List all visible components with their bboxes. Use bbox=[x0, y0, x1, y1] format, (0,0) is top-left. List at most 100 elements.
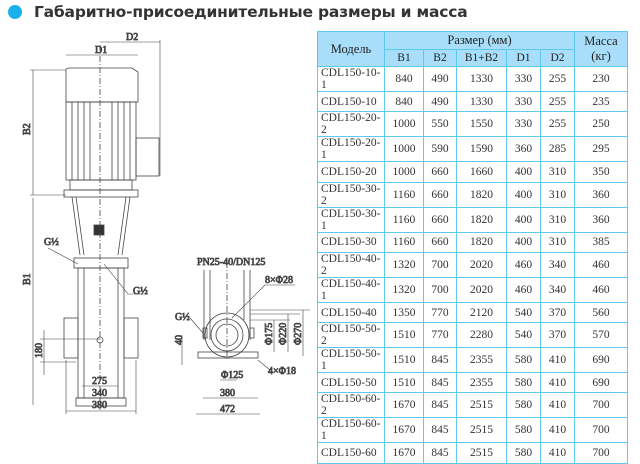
cell-model: CDL150-10 bbox=[317, 90, 385, 113]
cell-mass: 460 bbox=[574, 251, 628, 278]
cell-d2: 340 bbox=[540, 251, 575, 278]
cell-model: CDL150-60-2 bbox=[317, 392, 385, 419]
cell-b2: 490 bbox=[423, 90, 457, 113]
cell-model: CDL150-30 bbox=[317, 231, 385, 253]
cell-b1-b2: 2280 bbox=[456, 322, 507, 349]
cell-d2: 410 bbox=[540, 392, 575, 419]
cell-b2: 845 bbox=[423, 442, 457, 464]
cell-b1-b2: 1550 bbox=[456, 111, 507, 138]
cell-d1: 580 bbox=[506, 392, 541, 419]
section-title-text: Габаритно-присоединительные размеры и ма… bbox=[34, 3, 468, 21]
cell-b1-b2: 2515 bbox=[456, 392, 507, 419]
cell-d1: 400 bbox=[506, 161, 541, 183]
cell-d1: 460 bbox=[506, 251, 541, 278]
cell-d1: 400 bbox=[506, 206, 541, 233]
label-d1: D1 bbox=[95, 45, 107, 56]
cell-b1-b2: 2120 bbox=[456, 301, 507, 324]
cell-mass: 690 bbox=[574, 372, 628, 394]
cell-b1: 840 bbox=[384, 90, 424, 113]
cell-d2: 410 bbox=[540, 442, 575, 464]
label-g-top: G½ bbox=[44, 237, 59, 248]
cell-model: CDL150-30-1 bbox=[317, 206, 385, 233]
label-phi270: Φ270 bbox=[293, 323, 304, 345]
cell-d2: 410 bbox=[540, 372, 575, 394]
cell-b1: 1160 bbox=[384, 181, 424, 208]
cell-mass: 700 bbox=[574, 392, 628, 419]
cell-d1: 400 bbox=[506, 231, 541, 253]
cell-d2: 340 bbox=[540, 276, 575, 303]
cell-d1: 580 bbox=[506, 442, 541, 464]
cell-b1: 1510 bbox=[384, 322, 424, 349]
label-275: 275 bbox=[92, 376, 107, 387]
header-size: Размер (мм) bbox=[384, 31, 575, 50]
cell-d1: 580 bbox=[506, 417, 541, 444]
cell-b2: 660 bbox=[423, 206, 457, 233]
cell-b1-b2: 1820 bbox=[456, 206, 507, 233]
cell-d1: 460 bbox=[506, 276, 541, 303]
cell-d1: 360 bbox=[506, 136, 541, 163]
cell-d2: 370 bbox=[540, 301, 575, 324]
label-flange: PN25-40/DN125 bbox=[197, 257, 265, 268]
cell-model: CDL150-60 bbox=[317, 442, 385, 464]
cell-mass: 295 bbox=[574, 136, 628, 163]
cell-model: CDL150-40-1 bbox=[317, 276, 385, 303]
cell-model: CDL150-20-1 bbox=[317, 136, 385, 163]
label-b2: B2 bbox=[22, 123, 33, 135]
cell-b1: 1160 bbox=[384, 206, 424, 233]
cell-model: CDL150-50-2 bbox=[317, 322, 385, 349]
cell-mass: 230 bbox=[574, 66, 628, 92]
label-g-side: G½ bbox=[175, 312, 190, 323]
cell-d2: 255 bbox=[540, 90, 575, 113]
cell-b1-b2: 1820 bbox=[456, 181, 507, 208]
cell-b2: 700 bbox=[423, 276, 457, 303]
cell-b1-b2: 2355 bbox=[456, 372, 507, 394]
cell-b1: 1510 bbox=[384, 347, 424, 374]
cell-b1-b2: 2515 bbox=[456, 442, 507, 464]
header-d2: D2 bbox=[540, 49, 575, 67]
label-180: 180 bbox=[34, 343, 45, 358]
label-4-holes: 4×Φ18 bbox=[268, 366, 296, 377]
label-d2: D2 bbox=[126, 32, 138, 43]
cell-b1-b2: 2355 bbox=[456, 347, 507, 374]
label-phi220: Φ220 bbox=[278, 323, 289, 345]
pump-side-view bbox=[197, 262, 259, 360]
cell-b1: 1670 bbox=[384, 442, 424, 464]
header-model: Модель bbox=[317, 31, 385, 67]
cell-d1: 400 bbox=[506, 181, 541, 208]
cell-b1: 840 bbox=[384, 66, 424, 92]
front-dimensions bbox=[30, 40, 161, 414]
cell-mass: 360 bbox=[574, 206, 628, 233]
section-title: Габаритно-присоединительные размеры и ма… bbox=[4, 1, 468, 23]
label-340: 340 bbox=[92, 388, 107, 399]
cell-d2: 310 bbox=[540, 181, 575, 208]
cell-model: CDL150-40-2 bbox=[317, 251, 385, 278]
cell-d1: 330 bbox=[506, 66, 541, 92]
cell-d2: 410 bbox=[540, 347, 575, 374]
header-b2: B2 bbox=[423, 49, 457, 67]
label-base-380: 380 bbox=[220, 388, 235, 399]
header-b1-plus-b2: B1+B2 bbox=[456, 49, 507, 67]
cell-mass: 250 bbox=[574, 111, 628, 138]
cell-model: CDL150-50 bbox=[317, 372, 385, 394]
bullet-icon bbox=[8, 5, 22, 19]
cell-d2: 285 bbox=[540, 136, 575, 163]
label-b1: B1 bbox=[22, 273, 33, 285]
cell-b1-b2: 2020 bbox=[456, 276, 507, 303]
side-dimensions bbox=[181, 284, 310, 415]
cell-b2: 770 bbox=[423, 301, 457, 324]
cell-b1: 1000 bbox=[384, 136, 424, 163]
cell-b1: 1670 bbox=[384, 417, 424, 444]
cell-b1: 1320 bbox=[384, 251, 424, 278]
